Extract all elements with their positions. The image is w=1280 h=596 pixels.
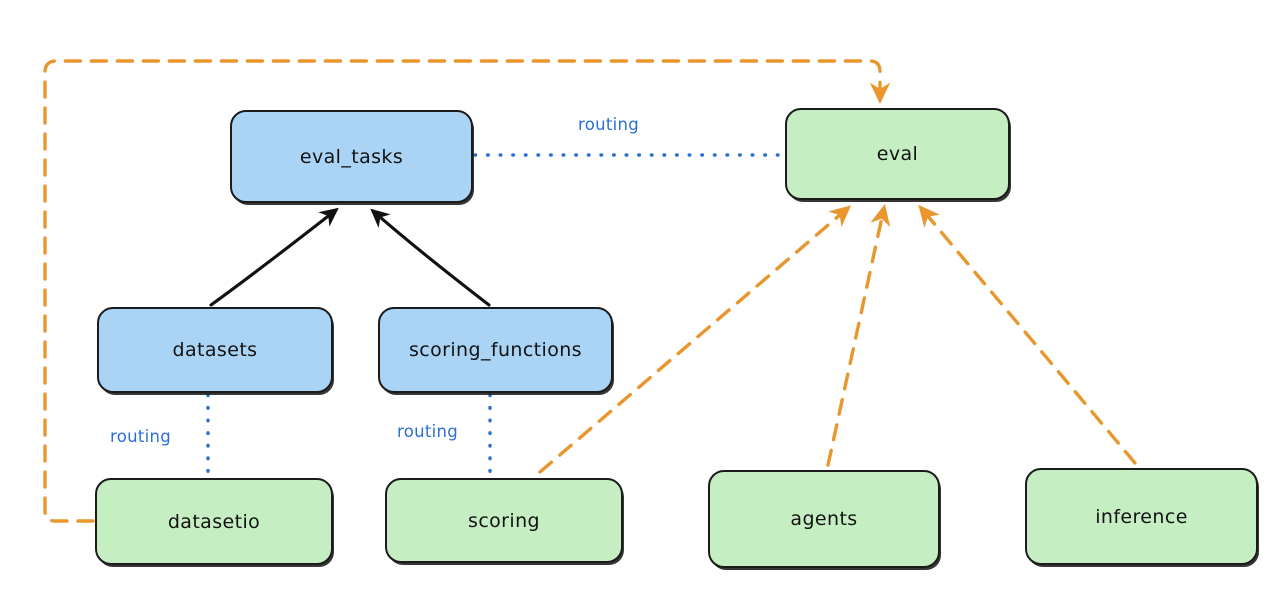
node-inference-label: inference <box>1095 505 1188 528</box>
edge-inference-to-eval-dependency <box>918 204 1137 465</box>
node-scoring-functions-label: scoring_functions <box>409 339 582 361</box>
node-eval[interactable]: eval <box>785 108 1010 200</box>
edge-agents-to-eval-dependency <box>826 204 891 467</box>
edge-datasetio-to-eval-dependency <box>43 59 891 523</box>
node-agents[interactable]: agents <box>708 470 940 568</box>
node-agents-label: agents <box>790 508 858 530</box>
node-eval-tasks-label: eval_tasks <box>299 145 404 168</box>
node-datasets-label: datasets <box>172 339 258 361</box>
node-eval-label: eval <box>876 143 919 165</box>
edge-label-routing-scoring-functions-scoring: routing <box>397 422 459 441</box>
edge-scoring-to-eval-dependency <box>538 205 852 474</box>
node-eval-tasks[interactable]: eval_tasks <box>230 110 473 203</box>
node-datasets[interactable]: datasets <box>97 307 333 393</box>
edge-label-routing-datasets-datasetio: routing <box>110 427 172 446</box>
node-scoring-label: scoring <box>468 509 540 532</box>
node-datasetio[interactable]: datasetio <box>95 478 333 565</box>
node-scoring-functions[interactable]: scoring_functions <box>378 307 613 393</box>
node-inference[interactable]: inference <box>1025 468 1258 565</box>
edge-label-routing-eval-tasks-eval: routing <box>578 115 640 134</box>
edge-scoring-functions-to-eval-tasks <box>370 208 491 307</box>
node-scoring[interactable]: scoring <box>385 478 623 563</box>
node-datasetio-label: datasetio <box>167 510 261 533</box>
edge-datasets-to-eval-tasks <box>209 207 339 307</box>
